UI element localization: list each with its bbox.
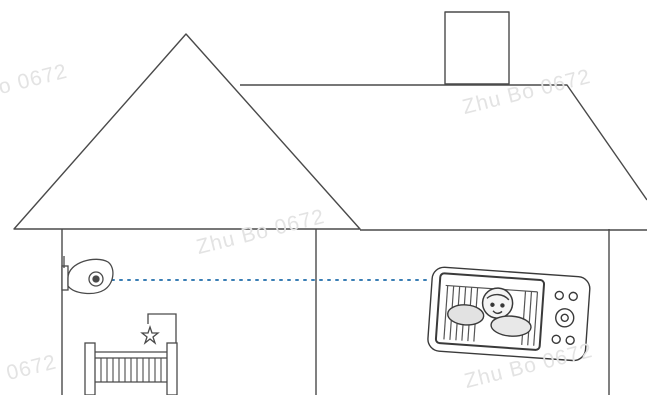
mobile-star [140,324,160,345]
baby-camera-icon [61,256,114,295]
main-roof [240,84,647,231]
chimney [444,11,510,85]
baby-monitor-icon [427,266,591,362]
crib-icon [84,313,178,395]
gable-roof [13,33,361,230]
